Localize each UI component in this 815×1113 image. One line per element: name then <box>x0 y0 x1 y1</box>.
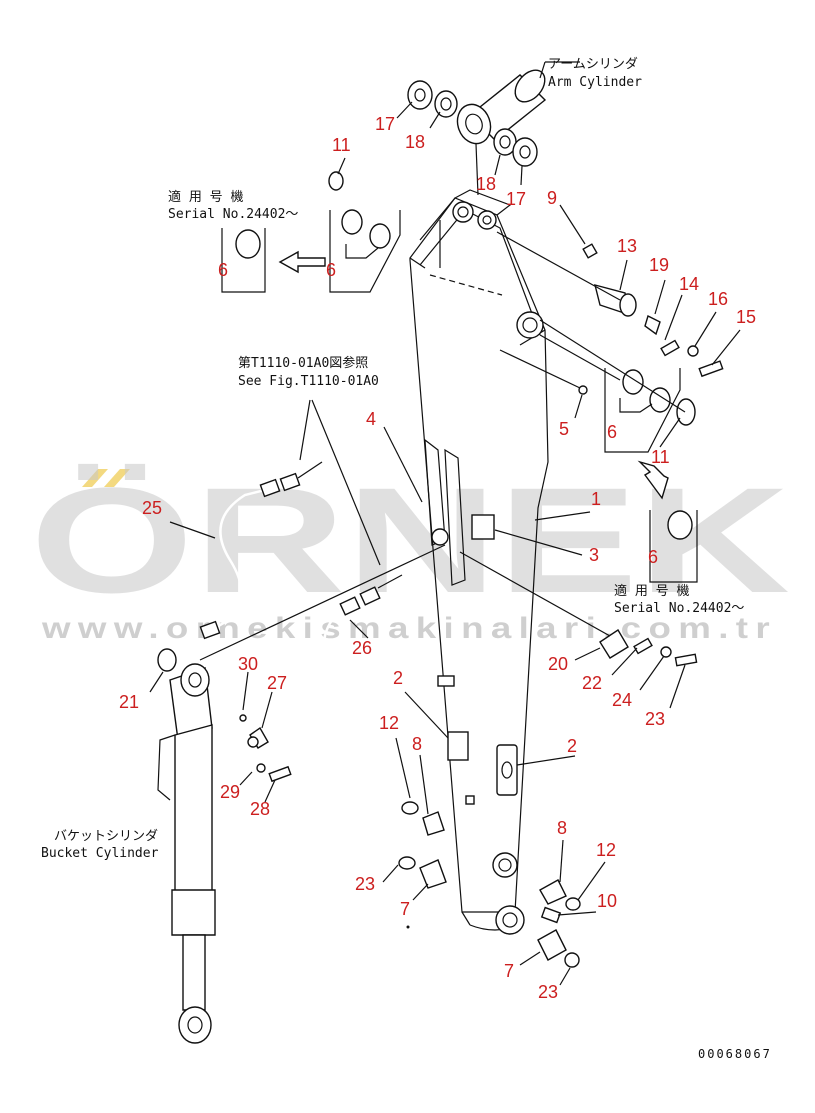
callout-1: 1 <box>591 489 601 509</box>
callout-17: 17 <box>506 189 526 209</box>
pins-lower <box>398 551 698 968</box>
callout-25: 25 <box>142 498 162 518</box>
callout-6: 6 <box>326 260 336 280</box>
callout-29: 29 <box>220 782 240 802</box>
callout-23: 23 <box>645 709 665 729</box>
callout-9: 9 <box>547 188 557 208</box>
bucket-cylinder <box>157 648 292 1044</box>
see-fig-note-en: See Fig.T1110-01A0 <box>238 374 379 389</box>
callout-21: 21 <box>119 692 139 712</box>
callout-17: 17 <box>375 114 395 134</box>
callout-2: 2 <box>567 736 577 756</box>
callout-11: 11 <box>332 135 351 155</box>
watermark-accent-left <box>82 469 108 487</box>
callout-8: 8 <box>412 734 422 754</box>
callout-11: 11 <box>651 447 670 467</box>
arm-cylinder-label-en: Arm Cylinder <box>548 75 642 90</box>
arm-cylinder <box>407 61 580 196</box>
bucket-cylinder-label-jp: バケットシリンダ <box>54 829 158 844</box>
callout-24: 24 <box>612 690 632 710</box>
callout-23: 23 <box>538 982 558 1002</box>
callout-6: 6 <box>607 422 617 442</box>
callout-18: 18 <box>405 132 425 152</box>
callout-4: 4 <box>366 409 376 429</box>
bucket-cylinder-label-en: Bucket Cylinder <box>41 846 159 861</box>
callout-5: 5 <box>559 419 569 439</box>
callout-6: 6 <box>648 547 658 567</box>
callout-3: 3 <box>589 545 599 565</box>
callout-27: 27 <box>267 673 287 693</box>
callout-16: 16 <box>708 289 728 309</box>
callout-7: 7 <box>504 961 514 981</box>
leader-lines <box>149 101 741 986</box>
watermark-url: www.ornekismakinalari.com.tr <box>41 612 777 645</box>
callouts: 17 18 18 17 11 9 13 19 14 16 15 6 6 5 6 … <box>119 114 756 1002</box>
watermark-accent-right <box>104 469 130 487</box>
see-fig-note-jp: 第T1110-01A0図参照 <box>238 355 368 371</box>
serial-note-top-jp: 適 用 号 機 <box>168 189 243 205</box>
callout-30: 30 <box>238 654 258 674</box>
callout-12: 12 <box>596 840 616 860</box>
arm-body <box>409 189 549 935</box>
arm-cylinder-label-jp: アームシリンダ <box>548 57 638 72</box>
callout-10: 10 <box>597 891 617 911</box>
callout-6: 6 <box>218 260 228 280</box>
drawing-code: 00068067 <box>698 1047 772 1061</box>
callout-8: 8 <box>557 818 567 838</box>
callout-28: 28 <box>250 799 270 819</box>
callout-7: 7 <box>400 899 410 919</box>
callout-22: 22 <box>582 673 602 693</box>
callout-26: 26 <box>352 638 372 658</box>
callout-23: 23 <box>355 874 375 894</box>
serial-note-top-en: Serial No.24402～ <box>168 207 298 222</box>
callout-19: 19 <box>649 255 669 275</box>
callout-14: 14 <box>679 274 699 294</box>
callout-20: 20 <box>548 654 568 674</box>
callout-2: 2 <box>393 668 403 688</box>
hoses <box>199 399 446 740</box>
pin-assembly-upper <box>496 231 724 426</box>
callout-15: 15 <box>736 307 756 327</box>
callout-18: 18 <box>476 174 496 194</box>
serial-note-right-jp: 適 用 号 機 <box>614 583 689 599</box>
bushing-insets <box>221 171 698 583</box>
notes: アームシリンダ Arm Cylinder 適 用 号 機 Serial No.2… <box>41 57 772 1061</box>
callout-13: 13 <box>617 236 637 256</box>
callout-12: 12 <box>379 713 399 733</box>
watermark: ÖRNEK www.ornekismakinalari.com.tr <box>30 456 790 645</box>
serial-note-right-en: Serial No.24402～ <box>614 601 744 616</box>
